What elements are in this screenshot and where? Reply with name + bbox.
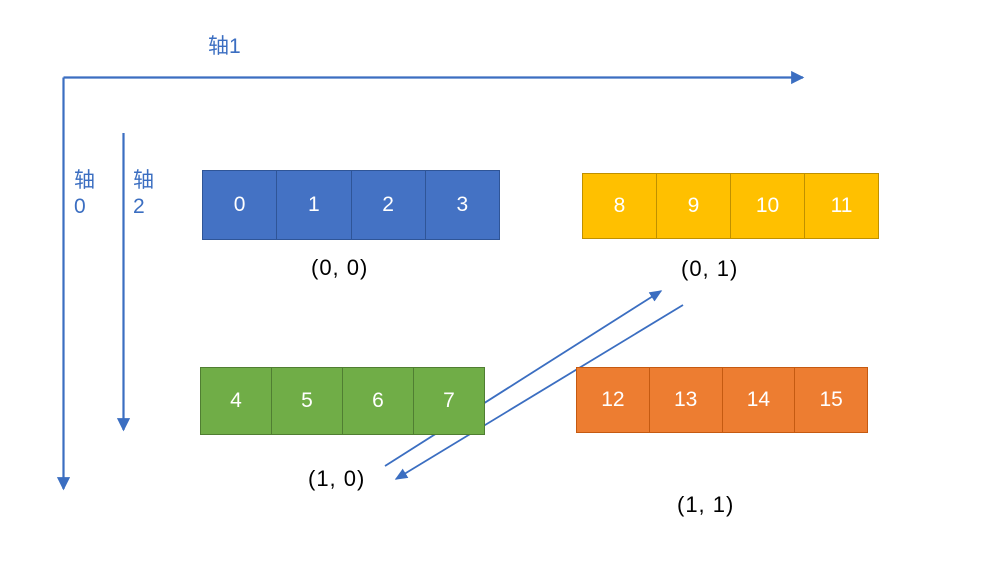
block-cell: 15 bbox=[819, 388, 843, 411]
block-cell: 14 bbox=[723, 368, 796, 432]
block-cell: 10 bbox=[731, 174, 805, 238]
block-cell: 1 bbox=[277, 171, 352, 239]
axis-1-label: 轴1 bbox=[208, 35, 241, 58]
block-label-1-0: (1, 0) bbox=[308, 466, 366, 491]
block-cell: 6 bbox=[343, 368, 414, 434]
block-cell: 8 bbox=[583, 174, 657, 238]
block-cell: 3 bbox=[456, 193, 469, 216]
block-cell: 9 bbox=[657, 174, 731, 238]
block-cell: 2 bbox=[352, 171, 426, 239]
block-row-0-0: 0 1 2 3 bbox=[202, 170, 500, 240]
block-row-1-0: 4 5 6 7 bbox=[200, 367, 485, 435]
block-label-1-1: (1, 1) bbox=[677, 492, 735, 517]
block-row-1-1: 12 13 14 15 bbox=[576, 367, 868, 433]
axis-2-label: 轴 2 bbox=[133, 169, 154, 218]
block-cell: 0 bbox=[203, 171, 278, 239]
block-label-0-0: (0, 0) bbox=[311, 255, 369, 280]
block-cell: 5 bbox=[272, 368, 343, 434]
block-row-0-1: 8 9 10 11 bbox=[582, 173, 879, 239]
axis-0-label: 轴 0 bbox=[74, 169, 95, 218]
block-cell: 4 bbox=[201, 368, 272, 434]
block-cell: 11 bbox=[830, 194, 853, 217]
block-label-0-1: (0, 1) bbox=[681, 256, 739, 281]
block-cell: 13 bbox=[650, 368, 723, 432]
block-cell: 7 bbox=[443, 389, 455, 412]
block-cell: 12 bbox=[577, 368, 650, 432]
